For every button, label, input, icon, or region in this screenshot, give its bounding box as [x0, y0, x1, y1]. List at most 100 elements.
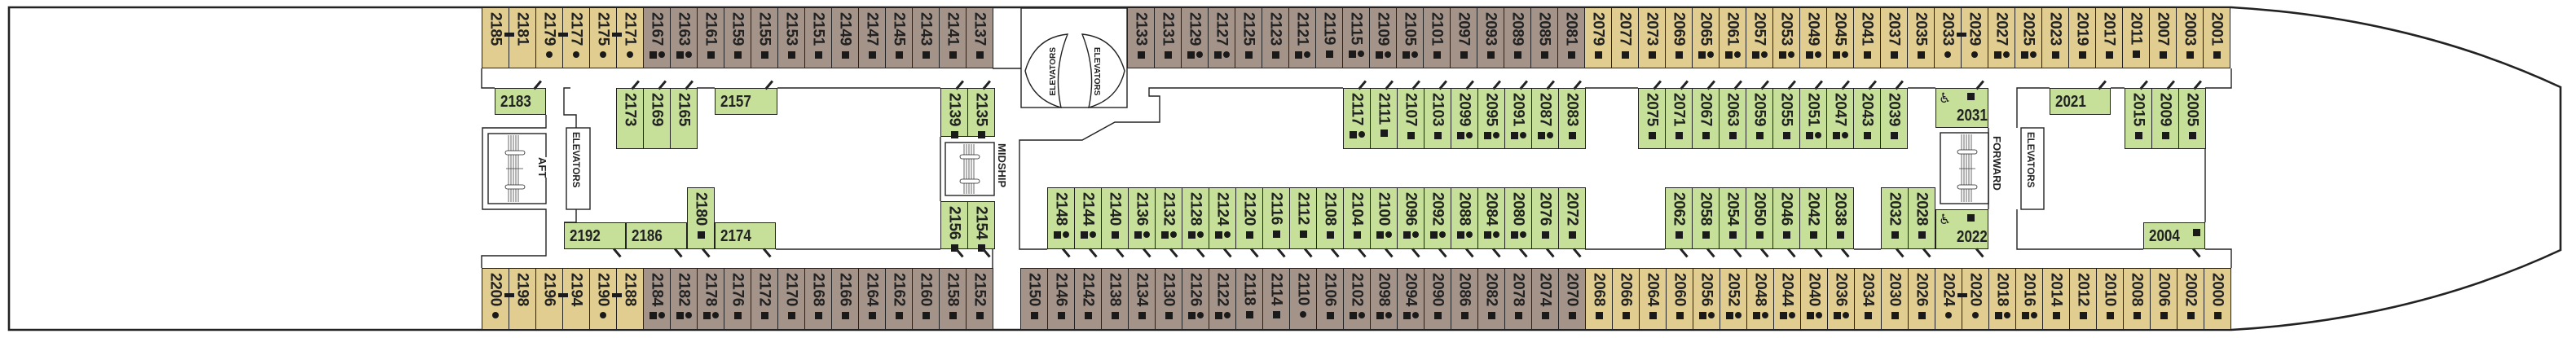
- cabin-2174[interactable]: 2174: [715, 222, 776, 249]
- cabin-2091[interactable]: 2091: [1504, 88, 1532, 149]
- cabin-2133[interactable]: 2133: [1127, 7, 1155, 68]
- cabin-2116[interactable]: 2116: [1262, 187, 1290, 249]
- cabin-2078[interactable]: 2078: [1504, 268, 1532, 330]
- cabin-2115[interactable]: 2115: [1342, 7, 1370, 68]
- cabin-2196[interactable]: 2196: [535, 268, 568, 330]
- cabin-2001[interactable]: 2001: [2203, 7, 2230, 68]
- cabin-2067[interactable]: 2067: [1692, 88, 1720, 149]
- cabin-2052[interactable]: 2052: [1720, 268, 1747, 330]
- cabin-2095[interactable]: 2095: [1477, 88, 1505, 149]
- cabin-2158[interactable]: 2158: [939, 268, 967, 330]
- cabin-2165[interactable]: 2165: [670, 88, 698, 149]
- cabin-2090[interactable]: 2090: [1424, 268, 1451, 330]
- cabin-2170[interactable]: 2170: [777, 268, 805, 330]
- cabin-2190[interactable]: 2190: [589, 268, 622, 330]
- cabin-2036[interactable]: 2036: [1827, 268, 1855, 330]
- cabin-2103[interactable]: 2103: [1424, 88, 1451, 149]
- cabin-2142[interactable]: 2142: [1074, 268, 1102, 330]
- cabin-2005[interactable]: 2005: [2178, 88, 2206, 149]
- cabin-2100[interactable]: 2100: [1370, 187, 1398, 249]
- cabin-2060[interactable]: 2060: [1666, 268, 1693, 330]
- cabin-2143[interactable]: 2143: [912, 7, 940, 68]
- cabin-2000[interactable]: 2000: [2204, 268, 2231, 330]
- cabin-2168[interactable]: 2168: [804, 268, 832, 330]
- cabin-2018[interactable]: 2018: [1988, 268, 2016, 330]
- cabin-2022[interactable]: ♿2022: [1935, 209, 1988, 249]
- cabin-2034[interactable]: 2034: [1854, 268, 1882, 330]
- cabin-2173[interactable]: 2173: [616, 88, 644, 149]
- cabin-2054[interactable]: 2054: [1719, 187, 1746, 249]
- cabin-2014[interactable]: 2014: [2042, 268, 2070, 330]
- cabin-2050[interactable]: 2050: [1746, 187, 1773, 249]
- cabin-2106[interactable]: 2106: [1316, 268, 1344, 330]
- cabin-2016[interactable]: 2016: [2015, 268, 2043, 330]
- cabin-2097[interactable]: 2097: [1450, 7, 1477, 68]
- cabin-2044[interactable]: 2044: [1773, 268, 1801, 330]
- cabin-2075[interactable]: 2075: [1638, 88, 1666, 149]
- cabin-2053[interactable]: 2053: [1772, 7, 1800, 68]
- cabin-2035[interactable]: 2035: [1907, 7, 1935, 68]
- cabin-2088[interactable]: 2088: [1451, 187, 1478, 249]
- cabin-2200[interactable]: 2200: [482, 268, 514, 330]
- cabin-2181[interactable]: 2181: [509, 7, 536, 68]
- cabin-2124[interactable]: 2124: [1209, 187, 1236, 249]
- cabin-2159[interactable]: 2159: [724, 7, 751, 68]
- cabin-2045[interactable]: 2045: [1826, 7, 1854, 68]
- cabin-2110[interactable]: 2110: [1289, 268, 1317, 330]
- cabin-2084[interactable]: 2084: [1477, 187, 1505, 249]
- cabin-2033[interactable]: 2033: [1934, 7, 1966, 68]
- cabin-2192[interactable]: 2192: [564, 222, 626, 249]
- cabin-2160[interactable]: 2160: [912, 268, 940, 330]
- cabin-2129[interactable]: 2129: [1181, 7, 1209, 68]
- cabin-2137[interactable]: 2137: [966, 7, 993, 68]
- cabin-2112[interactable]: 2112: [1289, 187, 1317, 249]
- cabin-2117[interactable]: 2117: [1343, 88, 1371, 149]
- cabin-2031[interactable]: ♿2031: [1935, 88, 1988, 128]
- cabin-2006[interactable]: 2006: [2150, 268, 2177, 330]
- cabin-2127[interactable]: 2127: [1208, 7, 1235, 68]
- cabin-2059[interactable]: 2059: [1746, 88, 1773, 149]
- cabin-2120[interactable]: 2120: [1235, 187, 1263, 249]
- cabin-2042[interactable]: 2042: [1799, 187, 1827, 249]
- cabin-2070[interactable]: 2070: [1558, 268, 1586, 330]
- cabin-2049[interactable]: 2049: [1799, 7, 1827, 68]
- cabin-2172[interactable]: 2172: [751, 268, 778, 330]
- cabin-2077[interactable]: 2077: [1611, 7, 1639, 68]
- cabin-2082[interactable]: 2082: [1477, 268, 1505, 330]
- cabin-2178[interactable]: 2178: [697, 268, 724, 330]
- cabin-2046[interactable]: 2046: [1772, 187, 1800, 249]
- cabin-2011[interactable]: 2011: [2122, 7, 2150, 68]
- cabin-2182[interactable]: 2182: [670, 268, 698, 330]
- cabin-2180[interactable]: 2180: [687, 187, 715, 249]
- cabin-2080[interactable]: 2080: [1504, 187, 1532, 249]
- cabin-2147[interactable]: 2147: [858, 7, 886, 68]
- cabin-2166[interactable]: 2166: [831, 268, 859, 330]
- cabin-2118[interactable]: 2118: [1235, 268, 1263, 330]
- cabin-2175[interactable]: 2175: [589, 7, 622, 68]
- cabin-2130[interactable]: 2130: [1155, 268, 1182, 330]
- cabin-2171[interactable]: 2171: [616, 7, 644, 68]
- cabin-2135[interactable]: 2135: [967, 88, 995, 139]
- cabin-2141[interactable]: 2141: [939, 7, 967, 68]
- cabin-2164[interactable]: 2164: [858, 268, 886, 330]
- cabin-2154[interactable]: 2154: [967, 201, 995, 252]
- cabin-2072[interactable]: 2072: [1558, 187, 1586, 249]
- cabin-2155[interactable]: 2155: [751, 7, 778, 68]
- cabin-2089[interactable]: 2089: [1504, 7, 1531, 68]
- cabin-2134[interactable]: 2134: [1128, 268, 1156, 330]
- cabin-2085[interactable]: 2085: [1530, 7, 1558, 68]
- cabin-2027[interactable]: 2027: [1988, 7, 2015, 68]
- cabin-2163[interactable]: 2163: [670, 7, 698, 68]
- cabin-2176[interactable]: 2176: [724, 268, 751, 330]
- cabin-2122[interactable]: 2122: [1209, 268, 1236, 330]
- cabin-2028[interactable]: 2028: [1908, 187, 1935, 249]
- cabin-2087[interactable]: 2087: [1531, 88, 1559, 149]
- cabin-2139[interactable]: 2139: [940, 88, 968, 139]
- cabin-2184[interactable]: 2184: [643, 268, 671, 330]
- cabin-2162[interactable]: 2162: [885, 268, 913, 330]
- cabin-2010[interactable]: 2010: [2096, 268, 2124, 330]
- cabin-2132[interactable]: 2132: [1155, 187, 1182, 249]
- cabin-2079[interactable]: 2079: [1584, 7, 1612, 68]
- cabin-2105[interactable]: 2105: [1396, 7, 1424, 68]
- cabin-2029[interactable]: 2029: [1961, 7, 1988, 68]
